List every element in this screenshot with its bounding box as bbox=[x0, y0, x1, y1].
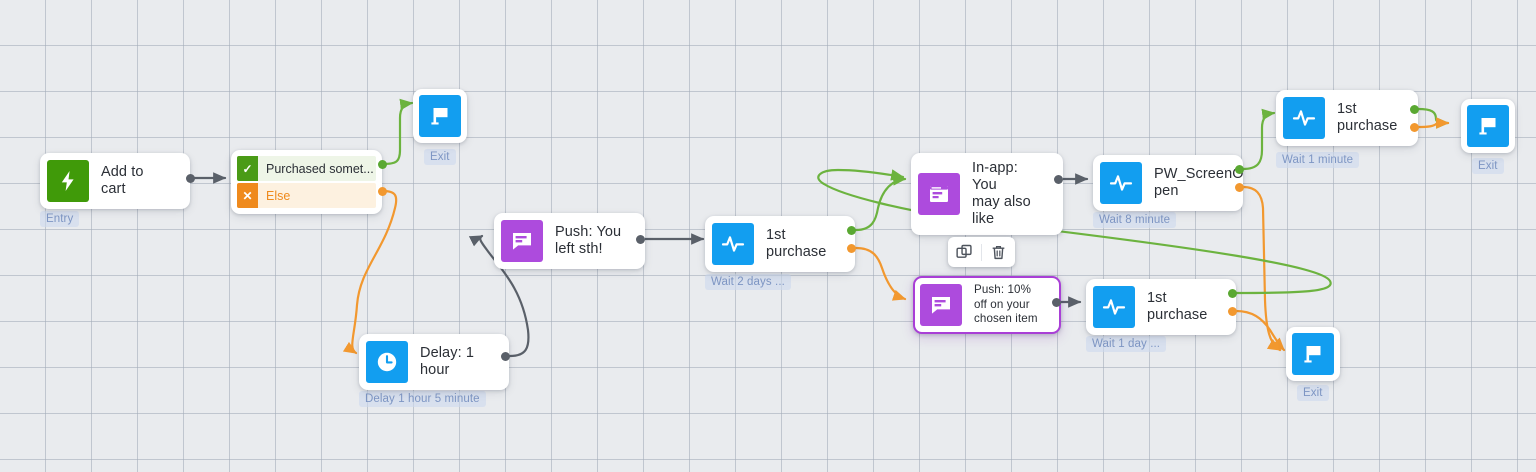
node-goal-pw-screenopen[interactable]: PW_ScreenO pen bbox=[1093, 155, 1244, 211]
port-out-delay[interactable] bbox=[501, 352, 510, 361]
pulse-icon bbox=[1093, 286, 1135, 328]
node-label: In-app: You may also like bbox=[972, 160, 1031, 228]
port-out-screenopen-yes[interactable] bbox=[1235, 165, 1244, 174]
node-delay-1-hour[interactable]: Delay: 1 hour bbox=[359, 334, 509, 390]
node-label: Add to cart bbox=[101, 163, 144, 197]
condition-branch-else[interactable]: ✕ Else bbox=[237, 183, 376, 208]
port-out-push-discount[interactable] bbox=[1052, 298, 1061, 307]
port-out-condition-yes[interactable] bbox=[378, 160, 387, 169]
port-out-entry[interactable] bbox=[186, 174, 195, 183]
copy-icon bbox=[956, 244, 972, 258]
edge-goalbottomright-no-to-exit bbox=[1234, 309, 1286, 352]
node-goal-1st-purchase-top-right[interactable]: 1st purchase bbox=[1276, 90, 1418, 146]
node-exit-top[interactable] bbox=[413, 89, 467, 143]
trash-icon bbox=[992, 245, 1005, 259]
caption-screenopen: Wait 8 minute bbox=[1093, 212, 1177, 228]
node-inapp-you-may-also-like[interactable]: In-app: You may also like bbox=[911, 153, 1063, 236]
port-out-goaltopright-yes[interactable] bbox=[1410, 105, 1419, 114]
speech-bubble-icon bbox=[501, 220, 543, 262]
edge-goaltopright-no-to-exit bbox=[1416, 117, 1450, 129]
condition-branch-label: Purchased somet... bbox=[266, 161, 374, 176]
edge-goalcenter-yes-to-inapp bbox=[854, 174, 907, 232]
pulse-icon bbox=[1100, 162, 1142, 204]
node-toolbar[interactable] bbox=[948, 237, 1015, 267]
pulse-icon bbox=[1283, 97, 1325, 139]
caption-entry: Entry bbox=[40, 211, 80, 227]
condition-branch-label: Else bbox=[266, 188, 291, 203]
caption-goal-center: Wait 2 days ... bbox=[705, 274, 791, 290]
edge-screenopen-yes-to-goal bbox=[1241, 108, 1276, 171]
caption-goal-bottom-right: Wait 1 day ... bbox=[1086, 336, 1167, 352]
node-exit-bottom-right[interactable] bbox=[1286, 327, 1340, 381]
port-out-goalcenter-no[interactable] bbox=[847, 244, 856, 253]
node-push-you-left-sth[interactable]: Push: You left sth! bbox=[494, 213, 645, 269]
lightning-bolt-icon bbox=[47, 160, 89, 202]
caption-exit-bottom-right: Exit bbox=[1297, 385, 1329, 401]
port-out-goaltopright-no[interactable] bbox=[1410, 123, 1419, 132]
port-out-goalbottomright-no[interactable] bbox=[1228, 307, 1237, 316]
flag-icon bbox=[1292, 333, 1334, 375]
node-label: 1st purchase bbox=[1147, 289, 1208, 323]
caption-delay: Delay 1 hour 5 minute bbox=[359, 391, 486, 407]
edge-condition-else-to-delay bbox=[342, 189, 398, 355]
condition-branch-yes[interactable]: ✓ Purchased somet... bbox=[237, 156, 376, 181]
flag-icon bbox=[419, 95, 461, 137]
caption-exit-top-right: Exit bbox=[1472, 158, 1504, 174]
speech-bubble-icon bbox=[920, 283, 962, 326]
node-label: Delay: 1 hour bbox=[420, 344, 474, 378]
cross-icon: ✕ bbox=[237, 183, 258, 208]
port-out-inapp[interactable] bbox=[1054, 175, 1063, 184]
port-out-goalbottomright-yes[interactable] bbox=[1228, 289, 1237, 298]
node-goal-1st-purchase-center[interactable]: 1st purchase bbox=[705, 216, 855, 272]
edge-goaltopright-yes-to-exit bbox=[1416, 107, 1450, 129]
port-out-goalcenter-yes[interactable] bbox=[847, 226, 856, 235]
caption-goal-top-right: Wait 1 minute bbox=[1276, 152, 1360, 168]
check-icon: ✓ bbox=[237, 156, 258, 181]
node-push-10-percent-off[interactable]: Push: 10% off on your chosen item bbox=[913, 276, 1061, 334]
caption-exit-top: Exit bbox=[424, 149, 456, 165]
window-icon bbox=[918, 173, 960, 216]
node-condition[interactable]: ✓ Purchased somet... ✕ Else bbox=[231, 150, 382, 214]
port-out-push-left[interactable] bbox=[636, 235, 645, 244]
port-out-condition-else[interactable] bbox=[378, 187, 387, 196]
copy-button[interactable] bbox=[948, 237, 981, 267]
port-out-screenopen-no[interactable] bbox=[1235, 183, 1244, 192]
node-exit-top-right[interactable] bbox=[1461, 99, 1515, 153]
node-label: Push: 10% off on your chosen item bbox=[974, 283, 1038, 326]
clock-icon bbox=[366, 341, 408, 383]
node-label: 1st purchase bbox=[1337, 100, 1398, 134]
edge-condition-yes-to-exit bbox=[381, 98, 414, 166]
node-label: Push: You left sth! bbox=[555, 223, 622, 257]
edge-screenopen-no-to-exit bbox=[1241, 185, 1282, 352]
node-label: 1st purchase bbox=[766, 226, 827, 260]
pulse-icon bbox=[712, 223, 754, 265]
flag-icon bbox=[1467, 105, 1509, 147]
edge-goalcenter-no-to-push bbox=[854, 246, 907, 301]
delete-button[interactable] bbox=[982, 237, 1015, 267]
node-goal-1st-purchase-bottom-right[interactable]: 1st purchase bbox=[1086, 279, 1236, 335]
node-add-to-cart[interactable]: Add to cart bbox=[40, 153, 190, 209]
